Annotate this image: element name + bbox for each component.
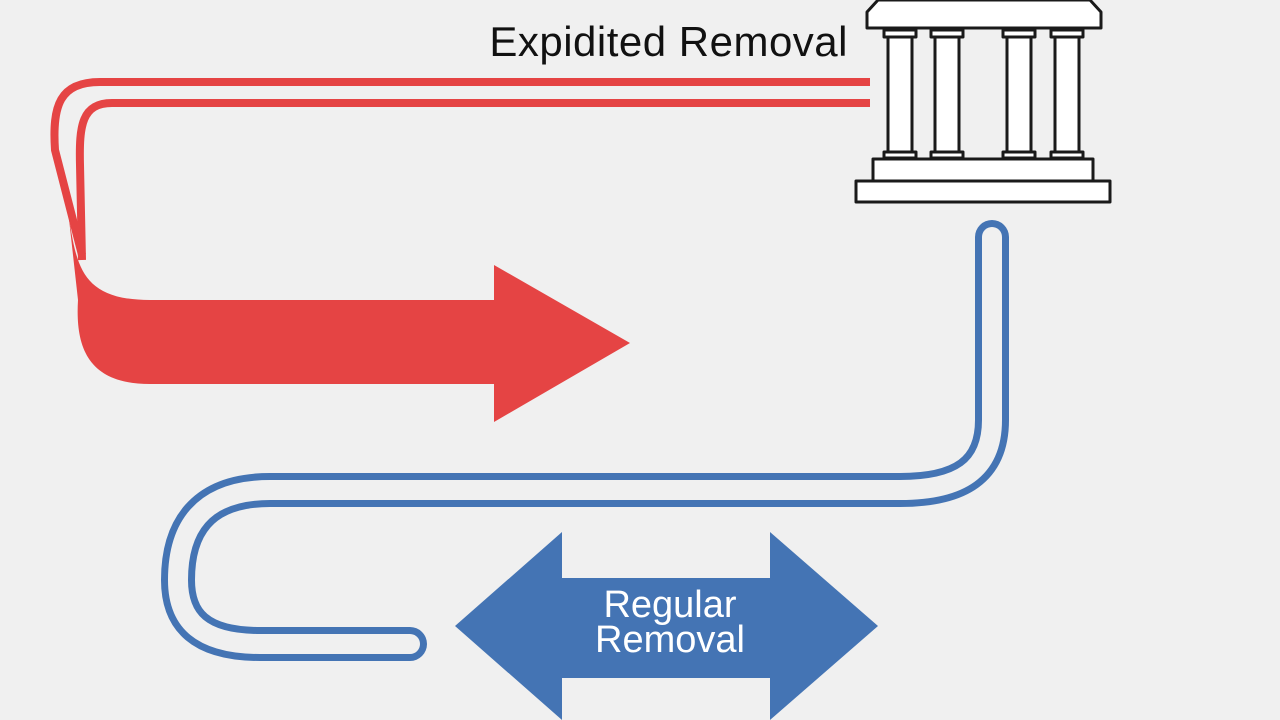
courthouse-icon bbox=[854, 0, 1112, 204]
regular-route-tube-inner bbox=[168, 227, 1002, 654]
expedited-route-inner-line bbox=[75, 99, 870, 261]
regular-removal-label-line2: Removal bbox=[595, 619, 745, 661]
expedited-removal-arrow bbox=[68, 210, 630, 422]
regular-removal-label-line1: Regular bbox=[603, 584, 736, 626]
regular-removal-double-arrow bbox=[455, 532, 878, 720]
regular-removal-path bbox=[161, 220, 1009, 720]
expedited-removal-path bbox=[50, 78, 870, 422]
expedited-removal-label: Expidited Removal bbox=[489, 18, 848, 65]
expedited-route-outer-line bbox=[50, 78, 870, 256]
